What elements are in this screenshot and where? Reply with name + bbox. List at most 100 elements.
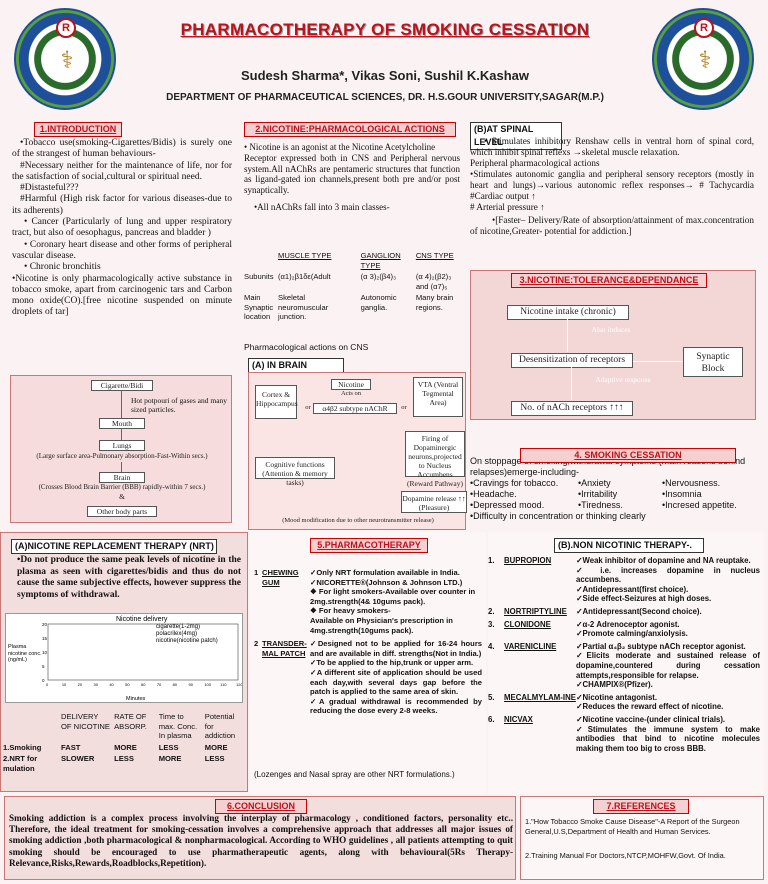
cessation-heading: 4. SMOKING CESSATION xyxy=(520,448,736,463)
gum-line: ❖ For heavy smokers- xyxy=(310,606,391,616)
caduceus-icon: ⚕ xyxy=(60,47,74,74)
x-tick-label: 40 xyxy=(109,682,114,687)
drug-note: ✓Nicotine antagonist. xyxy=(576,692,658,702)
intro-text: •Tobacco use(smoking-Cigarettes/Bidis) i… xyxy=(12,138,232,319)
nicotine-delivery-chart: Nicotine delivery cigarette(1-2mg)polacr… xyxy=(5,613,243,703)
cognitive-node: Cognitive functions (Attention & memory … xyxy=(255,457,335,487)
drug-note: ✓Side effect-Seizures at high doses. xyxy=(576,594,712,604)
drug-name: NORTRIPTYLINE xyxy=(504,606,567,616)
intro-line: #Harmful (High risk factor for various d… xyxy=(12,194,232,216)
drug-name: VARENICLINE xyxy=(504,641,557,651)
drug-name: CLONIDONE xyxy=(504,619,551,629)
drug-number: 4. xyxy=(488,641,495,651)
symptom: •Irritability xyxy=(578,489,618,499)
authors: Sudesh Sharma*, Vikas Soni, Sushil K.Kas… xyxy=(240,68,530,83)
chart-axes xyxy=(47,623,239,681)
patch-row: 2 TRANSDER-MAL PATCH ✓Designed not to be… xyxy=(254,639,482,716)
y-tick-label: 10 xyxy=(42,650,48,655)
conclusion-section: 6.CONCLUSION Smoking addiction is a comp… xyxy=(4,796,516,880)
chewing-gum-row: 1 CHEWING GUM ✓Only NRT formulation avai… xyxy=(254,568,484,635)
poster-title: PHARMACOTHERAPY OF SMOKING CESSATION xyxy=(180,20,590,39)
cns-label: Pharmacological actions on CNS xyxy=(244,342,369,352)
x-tick-label: 120 xyxy=(236,682,242,687)
gum-line: Available on Physician's prescription in… xyxy=(310,615,453,635)
absorption-pathway-diagram: Cigarette/Bidi Hot potpouri of gases and… xyxy=(10,375,232,523)
brain-note: (Crosses Blood Brain Barrier (BBB) rapid… xyxy=(38,483,206,491)
spinal-line: Peripheral pharmacological actions xyxy=(470,158,600,168)
conclusion-text: Smoking addiction is a complex process i… xyxy=(9,813,513,868)
lungs-note: (Large surface area-Pulmonary absorption… xyxy=(36,452,208,460)
drug-note: ✓CHAMPIX®(Pfizer). xyxy=(576,680,653,690)
cigarette-note: Hot potpouri of gases and many sized par… xyxy=(131,396,228,414)
pharma-footer: (Lozenges and Nasal spray are other NRT … xyxy=(254,770,455,779)
dopamine-node: Dopamine release ↑↑ (Pleasure) xyxy=(401,491,467,513)
acts-on-label: Acts on xyxy=(340,390,362,397)
drug-list: 1.BUPROPION✓Weak inhibitor of dopamine a… xyxy=(488,556,762,756)
x-tick-label: 30 xyxy=(94,682,99,687)
receptor-count-node: No. of nACh receptors ↑↑↑ xyxy=(511,401,633,416)
firing-node: Firing of Dopaminergic neurons,projected… xyxy=(405,431,465,488)
y-tick-label: 20 xyxy=(42,622,48,627)
legend-patch: nicotine(nicotine patch) xyxy=(156,638,218,644)
tolerance-section: 3.NICOTINE:TOLERANCE&DEPENDANCE Nicotine… xyxy=(470,270,756,420)
nicotine-p2: Receptor expressed both in CNS and Perip… xyxy=(244,152,460,196)
pharma-heading: 5.PHARMACOTHERAPY xyxy=(310,538,428,553)
x-tick-label: 50 xyxy=(125,682,130,687)
non-nicotinic-heading: (B).NON NICOTINIC THERAPY-. xyxy=(554,538,704,553)
drug-number: 5. xyxy=(488,692,495,702)
nrt-section: (A)NICOTINE REPLACEMENT THERAPY (NRT) •D… xyxy=(0,532,248,792)
reference-item: 2.Training Manual For Doctors,NTCP,MOHFW… xyxy=(525,851,726,860)
drug-row: 6.NICVAX✓Nicotine vaccine-(under clinica… xyxy=(488,715,762,753)
x-tick-label: 80 xyxy=(173,682,178,687)
x-tick-label: 90 xyxy=(189,682,194,687)
patch-label: TRANSDER-MAL PATCH xyxy=(262,639,307,658)
spinal-text: • Stimulates inhibitory Renshaw cells in… xyxy=(470,136,754,237)
patch-line: ✓A different site of application should … xyxy=(310,667,482,697)
drug-notes: ✓α-2 Adrenoceptor agonist.✓Promote calmi… xyxy=(576,620,760,639)
receptor-node: α4β2 subtype nAChR xyxy=(313,403,397,414)
intro-line: •Tobacco use(smoking-Cigarettes/Bidis) i… xyxy=(12,138,232,160)
drug-note: ✓α-2 Adrenoceptor agonist. xyxy=(576,619,680,629)
legend-polacrilex: polacrilex(4mg) xyxy=(156,631,198,637)
drug-row: 4.VARENICLINE✓Partial α₄β₂ subtype nACh … xyxy=(488,642,762,690)
intro-line: •Nicotine is only pharmacologically acti… xyxy=(12,273,232,318)
x-tick-label: 60 xyxy=(141,682,146,687)
drug-note: ✓Reduces the reward effect of nicotine. xyxy=(576,702,724,712)
intro-line: #Distasteful??? xyxy=(20,183,79,194)
nicotine-p1: • Nicotine is an agonist at the Nicotine… xyxy=(244,142,436,152)
nicotine-text: • Nicotine is an agonist at the Nicotine… xyxy=(244,142,460,213)
patch-line: ✓Designed not to be applied for 16-24 ho… xyxy=(310,639,482,658)
pharmacotherapy-section: 5.PHARMACOTHERAPY 1 CHEWING GUM ✓Only NR… xyxy=(250,532,486,794)
drug-name: BUPROPION xyxy=(504,556,552,565)
intro-line: #Necessary neither for the maintenance o… xyxy=(12,160,232,182)
gum-line: ✓Only NRT formulation available in India… xyxy=(310,568,460,577)
nicotine-node: Nicotine xyxy=(331,379,371,390)
symptom: •Anxiety xyxy=(578,478,611,488)
drug-note: ✓Antidepressant(first choice). xyxy=(576,584,689,594)
brain-action-diagram: Nicotine Acts on Cortex & Hippocampus or… xyxy=(248,372,467,530)
symptom: •Insomnia xyxy=(662,489,702,499)
drug-notes: ✓Nicotine vaccine-(under clinical trials… xyxy=(576,715,760,753)
or-label-left: or xyxy=(305,404,311,411)
caduceus-icon: ⚕ xyxy=(698,47,712,74)
drug-note: ✓Antidepressant(Second choice). xyxy=(576,606,702,616)
x-tick-label: 70 xyxy=(157,682,162,687)
conclusion-heading: 6.CONCLUSION xyxy=(215,799,307,814)
drug-notes: ✓Nicotine antagonist.✓Reduces the reward… xyxy=(576,693,760,712)
non-nicotinic-section: (B).NON NICOTINIC THERAPY-. 1.BUPROPION✓… xyxy=(488,532,764,794)
symptom: •Depressed mood. xyxy=(470,500,545,510)
drug-row: 1.BUPROPION✓Weak inhibitor of dopamine a… xyxy=(488,556,762,604)
university-logo-right: R⚕ xyxy=(652,8,754,110)
patch-line: ✓To be applied to the hip,trunk or upper… xyxy=(310,658,474,668)
spinal-section: (B)AT SPINAL LEVEL • Stimulates inhibito… xyxy=(470,120,756,268)
drug-notes: ✓Antidepressant(Second choice). xyxy=(576,607,760,617)
drug-note: ✓ i.e. increases dopamine in nucleus acc… xyxy=(576,565,760,585)
symptom: •Difficulty in concentration or thinking… xyxy=(470,511,646,521)
cessation-text: On stoppage of smoking,withdrawal sympto… xyxy=(470,456,754,522)
department: DEPARTMENT OF PHARMACEUTICAL SCIENCES, D… xyxy=(166,92,604,103)
spinal-line: •[Faster– Delivery/Rate of absorption/at… xyxy=(470,215,754,236)
reference-item: 1."How Tobacco Smoke Cause Disease"-A Re… xyxy=(525,817,740,836)
